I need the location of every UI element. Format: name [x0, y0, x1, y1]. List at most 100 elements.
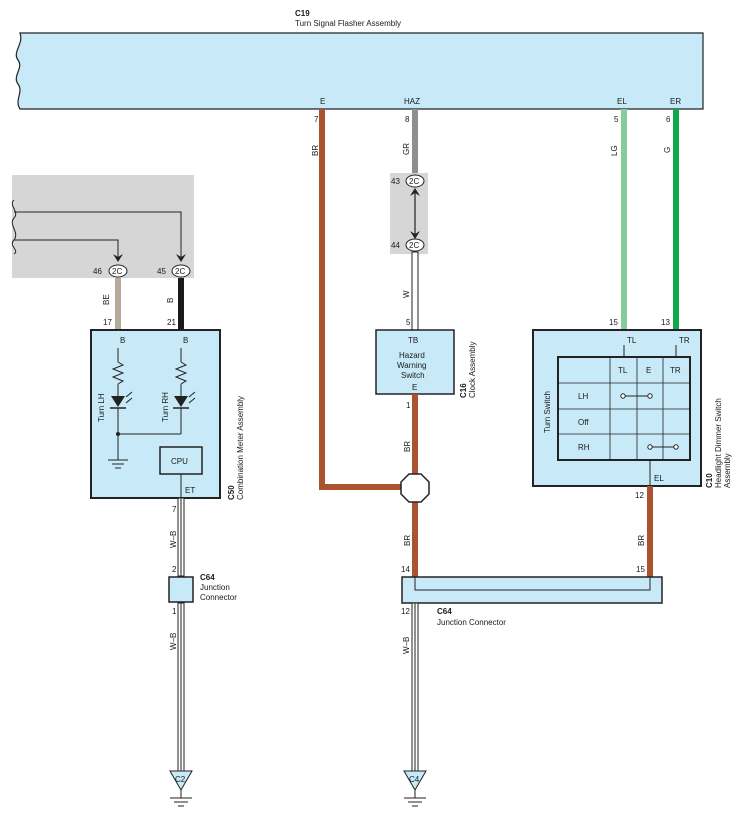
meter-term-b1: B: [120, 336, 125, 345]
cpu-label: CPU: [171, 457, 188, 466]
pin-43: 43: [391, 177, 400, 186]
wire-label-lg: LG: [610, 145, 619, 156]
ground-c4: C4: [403, 770, 427, 807]
flasher-body: [15, 32, 704, 110]
wire-label-be: BE: [102, 294, 111, 305]
meter-name: Combination Meter Assembly: [236, 396, 245, 500]
dimmer-pin-13: 13: [661, 318, 670, 327]
wire-label-br4: BR: [637, 535, 646, 546]
jc-large-pin-15: 15: [636, 565, 645, 574]
flasher-pin-8: 8: [405, 115, 410, 124]
table-row-lh: LH: [578, 392, 588, 401]
svg-text:C4: C4: [409, 775, 420, 784]
clock-pin-1: 1: [406, 401, 411, 410]
flasher-term-e: E: [320, 97, 325, 106]
turn-rh-label: Turn RH: [161, 392, 170, 422]
svg-text:2C: 2C: [175, 267, 185, 276]
dimmer-term-tl: TL: [627, 336, 637, 345]
junction-connector-small: 2 1 C64 Junction Connector: [168, 565, 237, 616]
clock-name: Clock Assembly: [468, 342, 477, 398]
jc-small-pin-2: 2: [172, 565, 177, 574]
pin-46: 46: [93, 267, 102, 276]
hazard-switch-body: [375, 329, 455, 395]
table-col-tr: TR: [670, 366, 681, 375]
dimmer-pin-15: 15: [609, 318, 618, 327]
shield-wire-rh: [14, 211, 182, 260]
turn-switch-label: Turn Switch: [543, 391, 552, 433]
connector-2c-46: [108, 264, 128, 278]
meter-pin-7: 7: [172, 505, 177, 514]
table-col-tl: TL: [618, 366, 628, 375]
table-row-off: Off: [578, 418, 589, 427]
wire-wb-left: [177, 497, 185, 772]
flasher-term-el: EL: [617, 97, 627, 106]
ground-c2-icon: [169, 770, 193, 791]
meter-pin-17: 17: [103, 318, 112, 327]
wire-label-wb1: W–B: [169, 531, 178, 548]
wire-label-b: B: [166, 298, 175, 303]
wire-label-gr: GR: [402, 143, 411, 155]
dimmer-term-el: EL: [654, 474, 664, 483]
ground-c2: C2: [169, 770, 193, 807]
jc-small-pin-1: 1: [172, 607, 177, 616]
wire-label-w: W: [402, 290, 411, 298]
wire-w: [411, 251, 419, 331]
jc-large-pin-12: 12: [401, 607, 410, 616]
clock-assembly: 5 TB Hazard Warning Switch E C16 Clock A…: [375, 318, 477, 410]
dimmer-code: C10: [705, 473, 714, 488]
meter-shield: 2C 2C 46 45: [11, 175, 194, 278]
meter-term-et: ET: [185, 486, 195, 495]
wire-label-br3: BR: [403, 535, 412, 546]
jc-large-pin-14: 14: [401, 565, 410, 574]
wire-label-wb2: W–B: [169, 633, 178, 650]
svg-text:C2: C2: [175, 775, 186, 784]
hazard-line2: Warning: [397, 361, 427, 370]
jc-large-code: C64: [437, 607, 452, 616]
wire-br-e: [319, 109, 404, 490]
clock-code: C16: [459, 383, 468, 398]
flasher-pin-5: 5: [614, 115, 619, 124]
clock-term-tb: TB: [408, 336, 418, 345]
pin-44: 44: [391, 241, 400, 250]
flasher-assembly: C19 Turn Signal Flasher Assembly E HAZ E…: [15, 9, 704, 124]
jc-small-line2: Connector: [200, 593, 237, 602]
connector-2c-45: [171, 264, 191, 278]
clock-term-e: E: [412, 383, 417, 392]
dimmer-pin-12: 12: [635, 491, 644, 500]
combination-meter: 17 21 B B Turn LH Turn RH CPU ET C50 Com…: [90, 318, 245, 514]
dimmer-term-tr: TR: [679, 336, 690, 345]
svg-text:2C: 2C: [409, 177, 419, 186]
connector-2c-haz: 2C 2C 43 44: [390, 173, 428, 254]
flasher-code: C19: [295, 9, 310, 18]
table-col-e: E: [646, 366, 651, 375]
jc-small-body: [168, 576, 194, 603]
pin-45: 45: [157, 267, 166, 276]
wire-wb-right: [411, 602, 419, 772]
dimmer-switch-assembly: 15 13 TL TR TL E TR LH Off RH Turn Switc…: [532, 318, 732, 500]
wire-label-g: G: [663, 147, 672, 153]
flasher-term-haz: HAZ: [404, 97, 420, 106]
turn-switch-table: [557, 356, 691, 461]
flasher-pin-7: 7: [314, 115, 319, 124]
turn-lh-label: Turn LH: [97, 393, 106, 422]
hazard-line3: Switch: [401, 371, 425, 380]
table-row-rh: RH: [578, 443, 590, 452]
jc-large-name: Junction Connector: [437, 618, 506, 627]
junction-connector-large: 14 15 12 C64 Junction Connector: [401, 565, 663, 627]
dimmer-name-line1: Headlight Dimmer Switch: [714, 398, 723, 488]
flasher-pin-6: 6: [666, 115, 671, 124]
clock-pin-5: 5: [406, 318, 411, 327]
jc-small-code: C64: [200, 573, 215, 582]
meter-code: C50: [227, 485, 236, 500]
shield-box: [12, 175, 194, 278]
wire-label-br2: BR: [403, 441, 412, 452]
meter-term-b2: B: [183, 336, 188, 345]
flasher-term-er: ER: [670, 97, 681, 106]
connector-2c-43: [405, 174, 425, 188]
splice-octagon: [400, 473, 430, 503]
dimmer-name-line2: Assembly: [723, 453, 732, 488]
jc-small-line1: Junction: [200, 583, 230, 592]
hazard-line1: Hazard: [399, 351, 425, 360]
flasher-name: Turn Signal Flasher Assembly: [295, 19, 401, 28]
